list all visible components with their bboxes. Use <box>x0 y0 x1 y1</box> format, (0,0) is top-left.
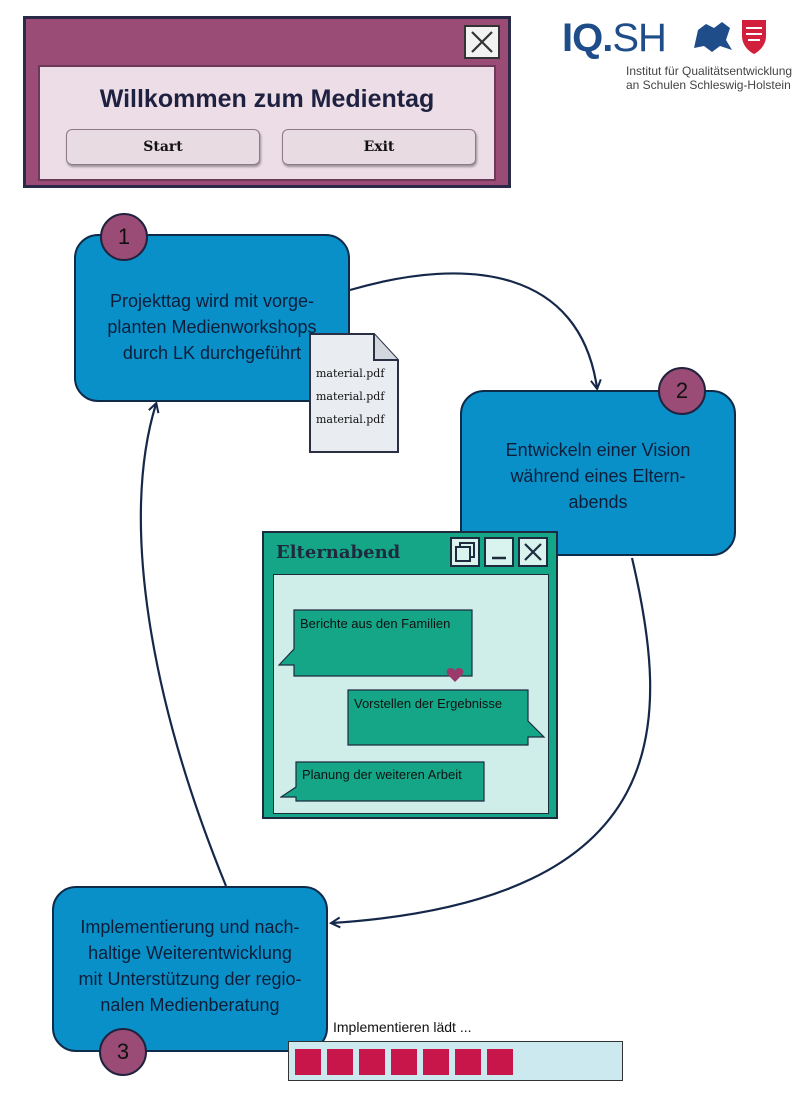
coat-of-arms-icon <box>694 20 766 54</box>
progress-segment <box>455 1049 481 1075</box>
close-button[interactable] <box>518 537 548 567</box>
logo-line-2: an Schulen Schleswig-Holstein <box>626 78 791 92</box>
logo-brand-bold: IQ. <box>562 16 613 60</box>
step-1-number: 1 <box>100 213 148 261</box>
document-file: material.pdf <box>316 390 385 403</box>
elternabend-chat: Berichte aus den Familien Vorstellen der… <box>273 574 549 814</box>
document-file: material.pdf <box>316 367 385 380</box>
elternabend-title: Elternabend <box>276 542 401 563</box>
step-2-line: Entwickeln einer Vision <box>505 440 691 460</box>
welcome-window: Willkommen zum Medientag Start Exit <box>23 16 511 188</box>
step-3-line: haltige Weiterentwicklung <box>88 943 292 963</box>
step-3-line: nalen Medienberatung <box>100 995 280 1015</box>
step-3-line: Implementierung und nach- <box>80 917 300 937</box>
restore-icon <box>455 542 475 562</box>
step-1-line: durch LK durchgeführt <box>122 343 302 363</box>
heart-icon <box>446 668 464 682</box>
document-file: material.pdf <box>316 413 385 426</box>
close-button[interactable] <box>464 25 500 59</box>
arrow-3-to-1 <box>139 404 228 887</box>
exit-button[interactable]: Exit <box>282 129 476 165</box>
logo-subtitle: Institut für Qualitätsentwicklung an Sch… <box>626 64 792 92</box>
step-2-box: Entwickeln einer Vision während eines El… <box>460 390 736 556</box>
document-icon <box>309 333 399 453</box>
step-3-box: Implementierung und nach- haltige Weiter… <box>52 886 328 1052</box>
progress-segment <box>391 1049 417 1075</box>
close-icon <box>471 31 493 53</box>
chat-bubble-shape <box>280 761 485 802</box>
logo-line-1: Institut für Qualitätsentwicklung <box>626 64 793 78</box>
arrow-1-to-2 <box>349 272 597 388</box>
step-3-line: mit Unterstützung der regio- <box>78 969 302 989</box>
progress-segment <box>295 1049 321 1075</box>
logo-brand-rest: SH <box>612 16 667 60</box>
step-1-line: Projekttag wird mit vorge- <box>109 291 315 311</box>
progress-label: Implementieren lädt ... <box>333 1019 472 1035</box>
progress-bar <box>288 1041 623 1081</box>
chat-bubble-shape <box>278 609 473 677</box>
step-1-line: planten Medienworkshops <box>107 317 317 337</box>
step-2-line: während eines Eltern- <box>510 466 686 486</box>
progress-segment <box>487 1049 513 1075</box>
step-1-box: Projekttag wird mit vorge- planten Medie… <box>74 234 350 402</box>
progress-segment <box>423 1049 449 1075</box>
chat-message: Planung der weiteren Arbeit <box>302 767 462 782</box>
chat-message: Berichte aus den Familien <box>300 616 451 631</box>
progress-segment <box>327 1049 353 1075</box>
elternabend-window: Elternabend Berichte aus den Familien Vo… <box>262 531 558 819</box>
start-button[interactable]: Start <box>66 129 260 165</box>
step-2-number: 2 <box>658 367 706 415</box>
iqsh-logo: IQ.SH <box>562 16 667 61</box>
step-3-number: 3 <box>99 1028 147 1076</box>
arrow-2-to-3 <box>332 557 652 923</box>
minimize-icon <box>492 556 506 560</box>
chat-bubble-shape <box>347 689 546 746</box>
restore-button[interactable] <box>450 537 480 567</box>
progress-segment <box>359 1049 385 1075</box>
minimize-button[interactable] <box>484 537 514 567</box>
chat-message: Vorstellen der Ergebnisse <box>354 696 503 711</box>
welcome-title: Willkommen zum Medientag <box>99 85 435 113</box>
welcome-panel: Willkommen zum Medientag Start Exit <box>38 65 496 181</box>
step-2-line: abends <box>568 492 628 512</box>
close-icon <box>524 543 542 561</box>
